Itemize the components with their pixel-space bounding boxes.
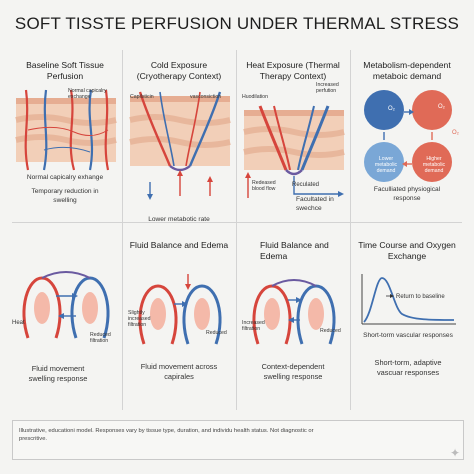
divider-h: [12, 222, 462, 223]
divider-v3: [350, 50, 351, 410]
capillary-loop-illustration: [252, 279, 336, 345]
cold-vessel-illustration: [129, 91, 231, 200]
label-o2-b: O₂: [438, 104, 445, 110]
caption-lower-metabolic: Lower metabotic rate: [148, 216, 210, 223]
label-higher-metabolic-demand: Higher metabolic demand: [422, 156, 446, 174]
label-reduced-blood-flow: Redeased blood flow: [252, 180, 276, 192]
panel-fluid-balance-2: Fluid Balance and Edema Increased filtra…: [240, 228, 346, 428]
label-heat: Heat: [12, 320, 25, 326]
panel-title: Cold Exposure (Cryotherapy Context): [136, 60, 222, 81]
caption-fluid-movement: Fluid movement swelling response: [28, 364, 88, 383]
caption-context-dependent: Context-dependent swelling response: [261, 362, 325, 381]
label-reduced-filtration: Reduced filtration: [90, 332, 111, 344]
capillary-loop-illustration: [138, 274, 222, 345]
panel-heat: Heat Exposure (Thermal Therapy Context) …: [240, 50, 346, 250]
label-lower-metabolic-demand: Lower metabolic demand: [374, 156, 398, 174]
tissue-cross-section-illustration: [15, 89, 117, 171]
capillary-loop-illustration: [22, 271, 110, 339]
panel-metabolic: Metabolism-dependent metaboic demand O₂ …: [354, 50, 460, 250]
caption-short-term: Short-torm vascular responses: [363, 332, 453, 339]
divider-v2: [236, 50, 237, 410]
panel-cold: Cold Exposure (Cryotherapy Context) Capi…: [126, 50, 232, 250]
time-course-curve: [361, 274, 456, 325]
label-reduced: Reduced: [206, 330, 227, 336]
caption-facilitated: Facultated in swechce: [296, 196, 334, 212]
caption-physiological-response: Faculliated physiogical response: [373, 186, 441, 202]
label-return-baseline: Return to baseline: [396, 294, 445, 300]
disclaimer-text: Illustrative, educationi model. Response…: [19, 428, 314, 442]
disclaimer-box: Illustrative, educationi model. Response…: [12, 420, 464, 460]
divider-v1: [122, 50, 123, 410]
caption-fluid-across: Fluid movement across capirales: [140, 362, 218, 381]
label-increased-perfusion: Increased perfution: [316, 82, 339, 94]
sparkle-icon: ✦: [450, 446, 461, 460]
panel-title: Fluid Balance and Edema: [129, 240, 229, 250]
caption-adaptive: Short-torm, adaptive vascuar responses: [374, 358, 442, 377]
panel-title: Heat Exposure (Thermal Therapy Context): [246, 60, 340, 81]
caption-reduction-swelling: Temporary reduction in swelling: [31, 188, 99, 204]
panel-title: Metabolism-dependent metaboic demand: [363, 60, 451, 81]
heat-vessel-illustration: [243, 105, 345, 198]
label-o2-c: O₂: [452, 130, 459, 136]
panel-title: Fluid Balance and Edema: [260, 240, 329, 261]
label-capillary: Normal capicalry exchange: [68, 88, 107, 100]
label-reculated: Reculated: [292, 182, 320, 188]
caption-normal-exchange: Normal capicalry exhange: [26, 174, 104, 181]
panel-title: Time Course and Oxygen Exchange: [358, 240, 456, 261]
panel-time-course: Time Course and Oxygen Exchange Return t…: [354, 228, 460, 428]
page-title: SOFT TISSTE PERFUSION UNDER THERMAL STRE…: [14, 14, 460, 33]
label-slightly-increased: Slightly increased filtration: [128, 310, 151, 328]
label-vasodilation: Huodilation: [242, 94, 268, 100]
label-vasoconstriction: vasconsiction: [190, 94, 222, 100]
label-capilsticin: Capilsticin: [130, 94, 154, 100]
panel-fluid-movement: Heat Reduced filtration Fluid movement s…: [12, 228, 118, 428]
label-o2-a: O₂: [388, 106, 395, 112]
label-reduced: Reduced: [320, 328, 341, 334]
metabolic-circles: [364, 90, 452, 182]
panel-title: Baseline Soft Tissue Perfusion: [26, 60, 104, 81]
panel-fluid-balance-1: Fluid Balance and Edema Slightly increas…: [126, 228, 232, 428]
panel-baseline: Baseline Soft Tissue Perfusion Normal ca…: [12, 50, 118, 250]
label-increased-filtration: Increased filtration: [242, 320, 265, 332]
